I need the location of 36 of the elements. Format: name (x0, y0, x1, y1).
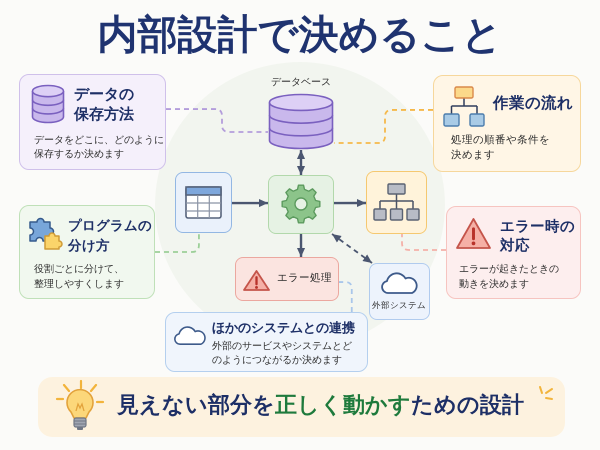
card-heading: プログラムの分け方 (68, 217, 153, 256)
labeled-box (369, 263, 430, 320)
page-title: 内部設計で決めること (98, 11, 502, 60)
arrow (296, 150, 306, 175)
card-description: 役割ごとに分けて、整理しやすくします (34, 262, 125, 292)
arrow (232, 199, 268, 208)
connector-line (155, 233, 200, 253)
info-card (19, 205, 155, 299)
info-card (433, 75, 581, 172)
card-description: 外部のサービスやシステムとどのようにつながるか決めます (212, 340, 353, 367)
arrow (296, 234, 306, 257)
card-description: 処理の順番や条件を決めます (451, 133, 551, 163)
icon-tile (366, 171, 427, 234)
arrow (332, 233, 373, 264)
info-card (165, 312, 368, 372)
banner (38, 377, 565, 437)
connector-line (166, 108, 268, 133)
connector-line (401, 234, 446, 251)
card-heading: データの保存方法 (74, 84, 135, 124)
box-label: 外部システム (372, 300, 426, 313)
card-description: エラーが起きたときの動きを決めます (459, 262, 560, 292)
card-heading: ほかのシステムとの連携 (212, 320, 355, 338)
node-caption: データベース (271, 76, 331, 90)
info-card (446, 206, 581, 299)
box-label: エラー処理 (277, 271, 332, 286)
card-heading: エラー時の対応 (500, 218, 576, 256)
banner-text: 見えない部分を正しく動かすための設計 (117, 392, 524, 420)
icon-tile (175, 172, 232, 233)
card-heading: 作業の流れ (493, 93, 573, 113)
arrow (334, 198, 366, 208)
labeled-box (235, 257, 339, 301)
connector-line (339, 281, 353, 312)
icon-tile (268, 175, 334, 234)
card-description: データをどこに、どのように保存するか決めます (34, 134, 165, 162)
info-card (19, 74, 166, 170)
connector-line (334, 109, 433, 144)
